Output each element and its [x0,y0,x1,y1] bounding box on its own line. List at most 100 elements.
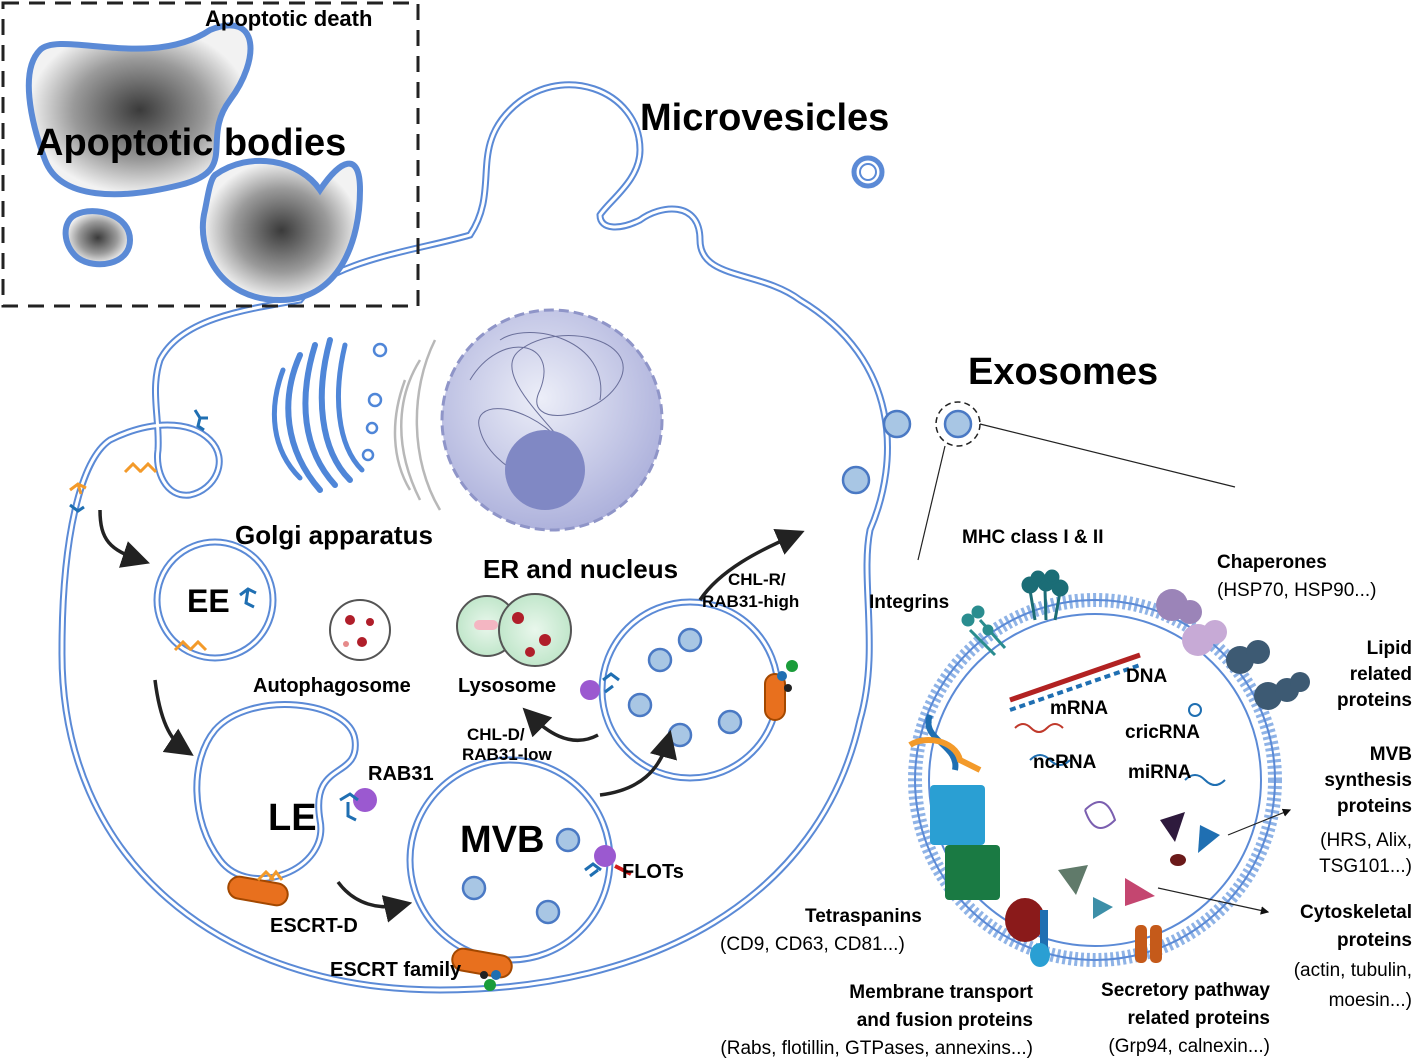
chl-d-label-2: RAB31-low [462,745,553,764]
smvb-dot-dark [784,684,792,692]
microvesicle-bud [851,155,885,189]
arrow-mvb-to-smvb [599,729,678,797]
microvesicle-bud-inner [859,163,877,181]
mvb-syn-label-2: synthesis [1324,770,1412,791]
cyto-label-1: Cytoskeletal [1300,902,1412,923]
chl-rab31-marker [580,680,600,700]
mrna-label: mRNA [1050,698,1108,719]
smvb-dot-blue [777,671,787,681]
mhc-molecules [1021,569,1069,621]
mvb-syn-label-3: proteins [1337,796,1412,817]
dna-label: DNA [1126,666,1167,687]
cell-membrane [58,81,891,994]
chl-d-label-1: CHL-D/ [467,725,525,744]
orange-receptor [908,737,982,773]
arrow-to-exosome-release [698,529,805,601]
mvb-label: MVB [460,819,544,861]
endoplasmic-reticulum [393,339,442,511]
smvb-escrt [764,673,786,721]
exosome-1 [882,409,912,439]
late-endosome: LE RAB31 ESCRT-D [193,701,434,937]
chaperones-molecule [1156,589,1227,656]
smvb-ilv-4 [667,722,693,748]
secretory-label-2: related proteins [1127,1008,1270,1029]
flots-line [614,864,632,876]
mvb-syn-arrow [1227,808,1292,836]
exosome-2 [943,409,973,439]
smvb-ilv-1 [647,647,673,673]
exosomes-label: Exosomes [968,351,1158,393]
cyto-examples-1: (actin, tubulin, [1294,960,1412,981]
flots-label: FLOTs [622,861,684,883]
le-receptor-orange [256,869,284,882]
zoom-line-left [917,445,946,561]
membrane-label-2: and fusion proteins [857,1010,1033,1031]
chaperones-examples: (HSP70, HSP90...) [1217,580,1376,601]
released-exosomes: Exosomes [841,351,1236,561]
mvb-receptor [584,862,602,878]
apoptotic-region: Apoptotic death Apoptotic bodies [1,1,420,308]
arrow-ee-to-le [153,679,194,756]
microvesicles-label: Microvesicles [640,97,889,139]
chaperones-label: Chaperones [1217,552,1327,573]
mvb-syn-examples-1: (HRS, Alix, [1320,830,1412,851]
exosome-cargo [1009,652,1226,919]
cyto-label-2: proteins [1337,930,1412,951]
lysosome: Lysosome [456,593,572,697]
er-nucleus-label: ER and nucleus [483,554,678,584]
smvb-ilv-3 [717,709,743,735]
mvb-syn-label-1: MVB [1370,744,1412,765]
mvb-syn-examples-2: TSG101...) [1319,856,1412,877]
tetraspanins-examples: (CD9, CD63, CD81...) [720,934,905,955]
le-receptor [339,792,359,822]
apoptotic-body-small [62,208,134,268]
escrt-dot-blue [491,970,501,980]
integrins-molecule [961,605,1007,657]
autophagosome-label: Autophagosome [253,675,411,697]
mvb-ilv-3 [535,899,561,925]
chl-r-label-2: RAB31-high [702,592,799,611]
lipid-proteins-molecule [1226,640,1310,710]
golgi-label: Golgi apparatus [235,520,433,550]
mvb-ilv-2 [461,875,487,901]
flots-marker [594,845,616,867]
apoptotic-body-budding [199,157,364,304]
mirna-label: miRNA [1128,762,1192,783]
early-endosome: EE [153,538,277,662]
ncrna-label: ncRNA [1033,752,1097,773]
lipid-label-1: Lipid [1367,638,1412,659]
mvb-ilv-1 [555,827,581,853]
tetraspanins-molecule [930,785,1000,900]
golgi-apparatus: Golgi apparatus [235,337,433,550]
lipid-label-2: related [1350,664,1412,685]
rab31-label: RAB31 [368,763,434,785]
ee-receptor-orange [173,639,208,652]
lysosome-label: Lysosome [458,675,556,697]
apoptotic-body-large [25,22,254,198]
secretory-mvb: CHL-R/ RAB31-high CHL-D/ RAB31-low [462,570,799,782]
integrins-label: Integrins [869,592,949,613]
arrow-to-ee [98,509,150,568]
zoom-line-right [979,423,1236,488]
microvesicles: Microvesicles [640,97,889,189]
nucleus: ER and nucleus [440,308,678,584]
le-label: LE [268,797,317,839]
smvb-dot-green [786,660,798,672]
lipid-label-3: proteins [1337,690,1412,711]
membrane-examples: (Rabs, flotillin, GTPases, annexins...) [720,1038,1033,1059]
rab31-marker [353,788,377,812]
escrt-dot-dark [480,971,488,979]
exosome-bilayer-inner [928,613,1262,947]
cyto-arrow [1157,887,1270,915]
secretory-molecule [1135,925,1162,963]
tetraspanins-label: Tetraspanins [805,906,922,927]
smvb-ilv-5 [627,692,653,718]
exosome-detail: MHC class I & II Integrins Chaperones (H… [720,527,1412,1059]
smvb-receptor [602,672,620,694]
autophagosome: Autophagosome [253,599,411,697]
apoptotic-dashed-box [1,1,420,308]
pathway-arrows [98,509,805,923]
smvb-ilv-2 [677,627,703,653]
